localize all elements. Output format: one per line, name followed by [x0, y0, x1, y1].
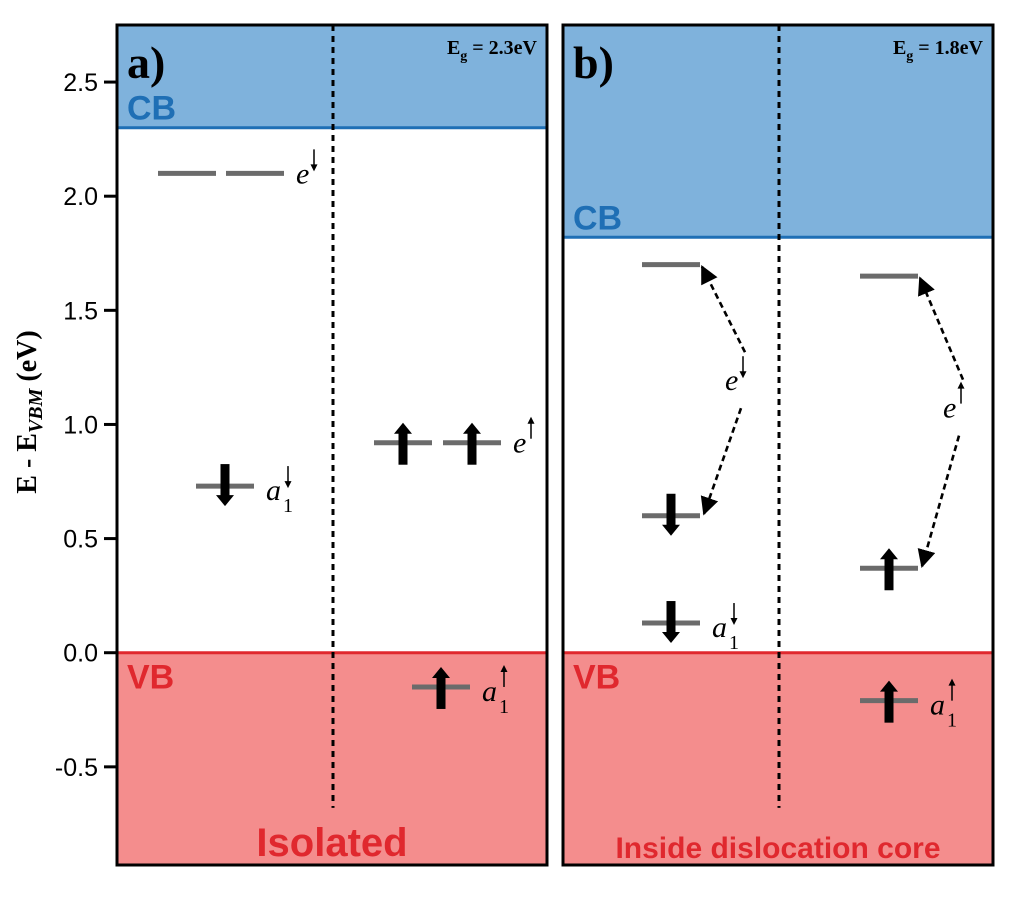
panel-b-level-label-orbital: a [930, 689, 945, 722]
panel-b-level-label-spin-head [948, 678, 956, 686]
panel-a-level-label-orbital: e [296, 157, 309, 190]
panel-b-spin-arrow-down [662, 601, 680, 644]
panel-a-spin-arrow-up-shaft [467, 432, 477, 465]
panel-a-label: a) [127, 37, 165, 88]
y-axis-label: E - EVBM (eV) [12, 330, 47, 493]
panel-b-level-label-subscript: 1 [947, 710, 957, 732]
panel-a-spin-arrow-up-head [394, 422, 412, 434]
panel-a-spin-arrow-down [216, 464, 234, 507]
panel-a-frame [115, 23, 549, 867]
panel-b-spin-arrow-up-head [880, 680, 898, 692]
panel-a-spin-arrow-up-shaft [398, 432, 408, 465]
panel-b-transition-label-orbital: e [943, 392, 956, 425]
panel-a-level-label-spin-head [310, 164, 318, 172]
panel-a-spin-arrow-up [432, 666, 450, 709]
panel-b-transition-label: e [725, 364, 738, 397]
panel-a-spin-arrow-up-head [432, 666, 450, 678]
panel-a-cb-band [117, 25, 547, 128]
panel-b-level-label-spin-head [730, 618, 738, 626]
panel-b-transition-label: e [943, 392, 956, 425]
y-tick-label: 1.0 [63, 411, 98, 439]
panel-b-band-gap: Eg = 1.8eV [893, 37, 984, 64]
panel-b-transition-label-spin-head [957, 381, 965, 389]
panel-a-spin-arrow-up-head [463, 422, 481, 434]
panel-b-spin-arrow-down-shaft [666, 493, 676, 526]
panel-a-level-label: e [513, 427, 526, 460]
panel-a-spin-arrow-up [394, 422, 412, 465]
panel-b-level-label-orbital: a [712, 611, 727, 644]
panel-b-transition-up [918, 276, 965, 381]
panel-b-caption: Inside dislocation core [615, 832, 940, 865]
panel-a-spin-arrow-up [463, 422, 481, 465]
panel-b-spin-arrow-down-head [662, 632, 680, 644]
panel-b-level-label-subscript: 1 [729, 632, 739, 654]
panel-b-spin-arrow-down [662, 493, 680, 536]
panel-b-transition-down [700, 407, 743, 516]
panel-a-level-label-orbital: e [513, 427, 526, 460]
y-tick-label: 2.0 [63, 183, 98, 211]
panel-b-transition-up [700, 265, 747, 353]
panel-a-band-gap: Eg = 2.3eV [447, 37, 538, 64]
panel-b-spin-arrow-up-shaft [884, 558, 894, 591]
panel-b-transition-label-orbital: e [725, 364, 738, 397]
panel-b-transition-down [917, 435, 961, 569]
y-tick-label: 0.0 [63, 640, 98, 668]
y-tick-label: -0.5 [55, 754, 98, 782]
panel-a-level-label-spin-head [500, 664, 508, 672]
panel-a-level-label-subscript: 1 [499, 696, 509, 718]
panel-b-spin-arrow-up-shaft [884, 690, 894, 723]
panel-a-cb-label: CB [127, 90, 176, 128]
panel-a-caption: Isolated [256, 821, 407, 865]
panel-a-spin-arrow-down-shaft [220, 464, 230, 497]
panel-b-spin-arrow-down-head [662, 524, 680, 536]
panel-b-spin-arrow-down-shaft [666, 601, 676, 634]
y-axis-label-subscript: VBM [25, 387, 47, 433]
panel-a-level-label-spin-head [527, 416, 535, 424]
panel-b-cb-label: CB [573, 199, 622, 237]
panel-a-spin-arrow-down-head [216, 495, 234, 507]
panel-b-spin-arrow-up-head [880, 548, 898, 560]
panel-b-frame [561, 23, 995, 867]
panel-a-level-label-orbital: a [266, 474, 281, 507]
panel-a-vb-label: VB [127, 659, 174, 697]
panel-a-spin-arrow-up-shaft [436, 676, 446, 709]
panel-b-vb-label: VB [573, 659, 620, 697]
panel-b-spin-arrow-up [880, 680, 898, 723]
panel-a-level-label-orbital: a [482, 675, 497, 708]
panel-a-level-label: e [296, 157, 309, 190]
panel-b-label: b) [573, 37, 614, 88]
panel-b-spin-arrow-up [880, 548, 898, 591]
panel-a-level-label-spin-head [284, 481, 292, 489]
panel-a-level-label-subscript: 1 [283, 495, 293, 517]
y-tick-label: 0.5 [63, 526, 98, 554]
panel-b-transition-label-spin-head [739, 371, 747, 379]
y-tick-label: 1.5 [63, 297, 98, 325]
y-tick-label: 2.5 [63, 69, 98, 97]
